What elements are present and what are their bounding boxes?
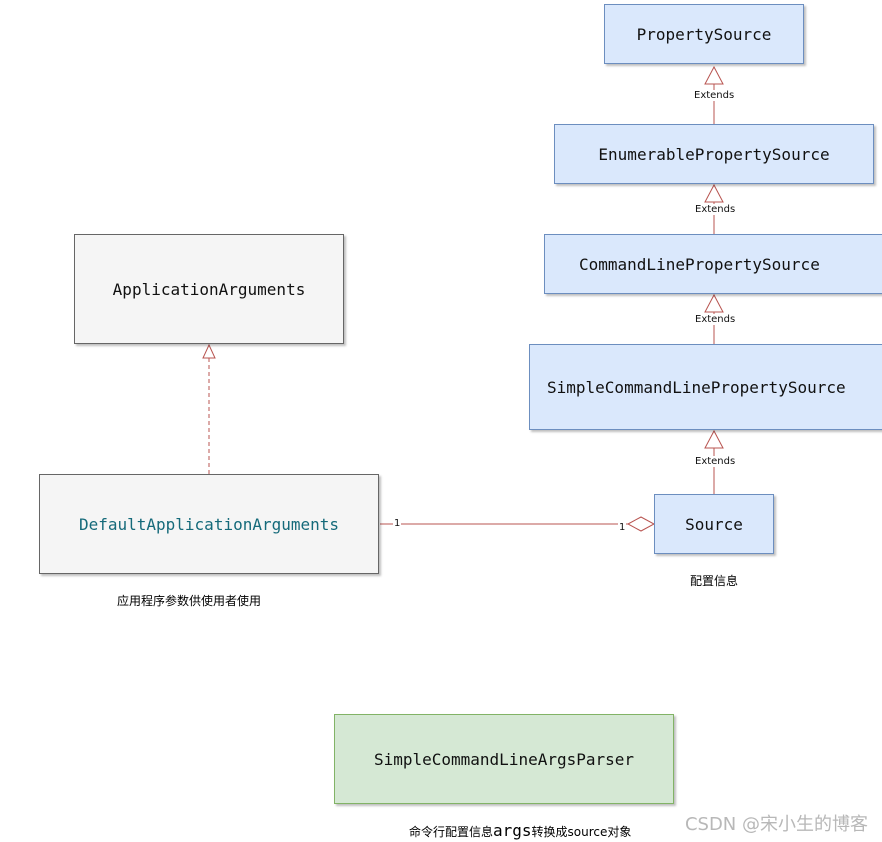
application-arguments-interface[interactable]: ApplicationArguments (74, 234, 344, 344)
default-application-arguments-label: DefaultApplicationArguments (78, 514, 340, 534)
extends-label-2: Extends (694, 204, 737, 215)
realization-arrowhead (202, 343, 216, 359)
parser-caption-suffix: 转换成source对象 (531, 825, 632, 839)
parser-caption: 命令行配置信息args转换成source对象 (409, 821, 631, 840)
extends-arrowhead-2 (704, 183, 724, 203)
default-args-caption: 应用程序参数供使用者使用 (117, 594, 262, 608)
source-caption: 配置信息 (690, 574, 739, 588)
simple-command-line-property-source-class[interactable]: SimpleCommandLinePropertySource (529, 344, 882, 430)
aggregation-multiplicity-left: 1 (393, 518, 402, 529)
extends-label-4: Extends (694, 456, 737, 467)
command-line-property-source-label: CommandLinePropertySource (579, 254, 820, 274)
extends-arrowhead-1 (704, 65, 724, 85)
command-line-property-source-class[interactable]: CommandLinePropertySource (544, 234, 882, 294)
property-source-class[interactable]: PropertySource (604, 4, 804, 64)
property-source-label: PropertySource (636, 24, 772, 44)
extends-label-1: Extends (693, 90, 736, 101)
source-class[interactable]: Source (654, 494, 774, 554)
source-label: Source (685, 514, 743, 534)
parser-caption-prefix: 命令行配置信息 (409, 825, 494, 839)
simple-command-line-property-source-label: SimpleCommandLinePropertySource (547, 377, 846, 397)
default-application-arguments-class[interactable]: DefaultApplicationArguments (39, 474, 379, 574)
enumerable-property-source-label: EnumerablePropertySource (598, 144, 830, 164)
parser-caption-code: args (493, 821, 532, 840)
enumerable-property-source-class[interactable]: EnumerablePropertySource (554, 124, 874, 184)
extends-arrowhead-4 (704, 429, 724, 449)
extends-arrowhead-3 (704, 293, 724, 313)
simple-command-line-args-parser-class[interactable]: SimpleCommandLineArgsParser (334, 714, 674, 804)
aggregation-diamond (626, 516, 656, 532)
extends-label-3: Extends (694, 314, 737, 325)
application-arguments-label: ApplicationArguments (112, 279, 306, 299)
aggregation-multiplicity-right: 1 (618, 522, 627, 533)
simple-command-line-args-parser-label: SimpleCommandLineArgsParser (373, 749, 635, 769)
watermark: CSDN @宋小生的博客 (684, 814, 868, 835)
